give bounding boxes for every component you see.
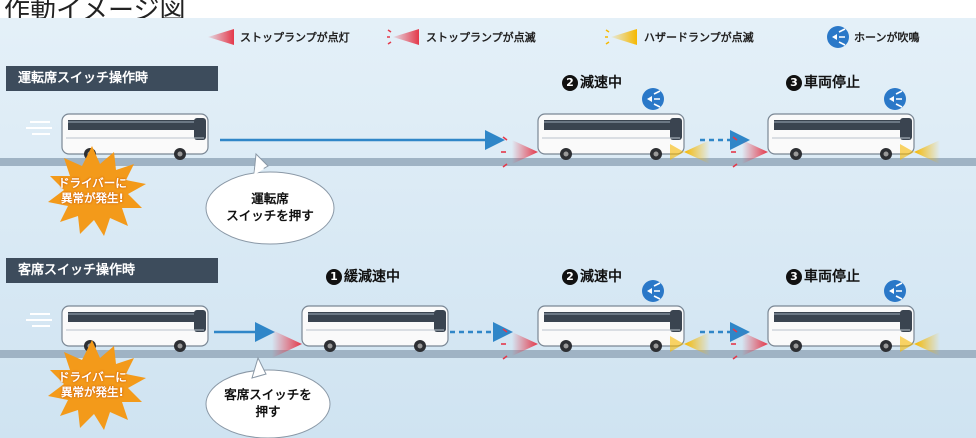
bus-icon — [500, 113, 710, 168]
section-label-driver: 運転席スイッチ操作時 — [6, 66, 218, 91]
legend-label: ハザードランプが点滅 — [644, 31, 754, 44]
horn-icon — [827, 26, 849, 48]
bus-icon — [730, 113, 940, 168]
road-driver — [0, 158, 976, 166]
legend-label: ストップランプが点滅 — [426, 31, 536, 44]
section-label-passenger: 客席スイッチ操作時 — [6, 258, 218, 283]
hazard-lamp-icon — [605, 29, 637, 45]
bubble-text-driver: 運転席 スイッチを押す — [226, 191, 314, 223]
legend-stop-lamp-on: ストップランプが点灯 — [206, 24, 350, 50]
bubble-text-passenger: 客席スイッチを 押す — [224, 387, 312, 419]
legend-stop-lamp-blink: ストップランプが点滅 — [386, 24, 536, 50]
speech-bubble-body — [205, 171, 335, 245]
horn-icon — [641, 279, 665, 303]
alert-text-driver: ドライバーに 異常が発生! — [58, 176, 127, 205]
bus-icon — [26, 305, 209, 353]
stop-lamp-icon — [208, 29, 234, 45]
alert-burst — [48, 340, 146, 430]
legend-label: ホーンが吹鳴 — [854, 31, 920, 44]
diagram-graphics — [26, 87, 940, 438]
legend-hazard-blink: ハザードランプが点滅 — [604, 24, 754, 50]
bus-icon — [500, 305, 710, 360]
horn-icon — [883, 279, 907, 303]
stop-lamp-blink-icon — [387, 29, 419, 45]
legend-label: ストップランプが点灯 — [240, 31, 350, 44]
bus-icon — [26, 113, 209, 161]
horn-icon — [641, 87, 665, 111]
bus-icon — [272, 305, 449, 358]
horn-icon — [883, 87, 907, 111]
diagram-stage: ストップランプが点灯 ストップランプが点滅 ハザードランプが点滅 ホーンが吹鳴 … — [0, 18, 976, 438]
bus-icon — [730, 305, 940, 360]
alert-text-passenger: ドライバーに 異常が発生! — [58, 370, 127, 399]
speech-bubble-body — [205, 369, 331, 438]
road-passenger — [0, 350, 976, 358]
legend-horn: ホーンが吹鳴 — [826, 24, 919, 50]
alert-burst — [48, 146, 146, 236]
